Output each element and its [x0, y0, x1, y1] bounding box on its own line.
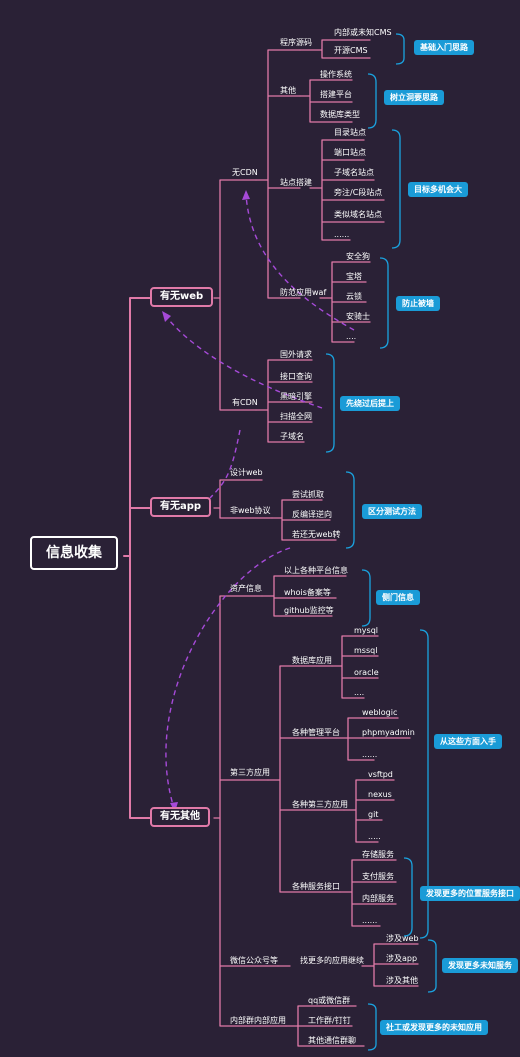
- work-group-node[interactable]: 工作群/钉钉: [308, 1016, 351, 1025]
- site-build-node[interactable]: 站点搭建: [280, 178, 312, 187]
- dots2-node: ....: [346, 332, 357, 341]
- oracle-node[interactable]: oracle: [354, 668, 379, 677]
- has-cdn-node[interactable]: 有CDN: [232, 398, 258, 407]
- vsftpd-node[interactable]: vsftpd: [368, 770, 393, 779]
- has-app-node[interactable]: 有无app: [150, 497, 212, 517]
- tag-side-info[interactable]: 侧门信息: [376, 590, 420, 605]
- storage-node[interactable]: 存储服务: [362, 850, 394, 859]
- payment-node[interactable]: 支付服务: [362, 872, 394, 881]
- foreign-req-node[interactable]: 国外请求: [280, 350, 312, 359]
- capture-node[interactable]: 尝试抓取: [292, 490, 324, 499]
- third-app-node[interactable]: 各种第三方应用: [292, 800, 348, 809]
- service-api-node[interactable]: 各种服务接口: [292, 882, 340, 891]
- mssql-node[interactable]: mssql: [354, 646, 378, 655]
- scan-net-node[interactable]: 扫描全网: [280, 412, 312, 421]
- dark-engine-node[interactable]: 黑暗引擎: [280, 392, 312, 401]
- tag-bypass-first[interactable]: 先绕过后提上: [340, 396, 400, 411]
- has-other-node[interactable]: 有无其他: [150, 807, 210, 827]
- baota-node[interactable]: 宝塔: [346, 272, 362, 281]
- internal-cms-node[interactable]: 内部或未知CMS: [334, 28, 392, 37]
- asset-info-node[interactable]: 资产信息: [230, 584, 262, 593]
- program-source-node[interactable]: 程序源码: [280, 38, 312, 47]
- has-web-node[interactable]: 有无web: [150, 287, 214, 307]
- tag-stop-bypass[interactable]: 防止被墙: [396, 296, 440, 311]
- non-web-node[interactable]: 非web协议: [230, 506, 271, 515]
- dir-site-node[interactable]: 目录站点: [334, 128, 366, 137]
- tag-db-idea[interactable]: 树立洞要思路: [384, 90, 444, 105]
- tag-social-eng[interactable]: 社工或发现更多的未知应用: [380, 1020, 488, 1035]
- involve-web-node[interactable]: 涉及web: [386, 934, 419, 943]
- dots6-node: ......: [362, 916, 378, 925]
- os-node[interactable]: 操作系统: [320, 70, 352, 79]
- waf-node[interactable]: 防范应用waf: [280, 288, 327, 297]
- tag-distinguish[interactable]: 区分测试方法: [362, 504, 422, 519]
- dots4-node: ......: [362, 750, 378, 759]
- find-more-node[interactable]: 找更多的应用继续: [300, 956, 364, 965]
- similar-domain-node[interactable]: 类似域名站点: [334, 210, 382, 219]
- db-type-node[interactable]: 数据库类型: [320, 110, 360, 119]
- subdomain-site-node[interactable]: 子域名站点: [334, 168, 374, 177]
- involve-other-node[interactable]: 涉及其他: [386, 976, 418, 985]
- tag-find-more-pos[interactable]: 发现更多的位置服务接口: [420, 886, 520, 901]
- third-party-node[interactable]: 第三方应用: [230, 768, 270, 777]
- tag-basic-intro[interactable]: 基础入门思路: [414, 40, 474, 55]
- no-cdn-node[interactable]: 无CDN: [232, 168, 258, 177]
- involve-app-node[interactable]: 涉及app: [386, 954, 418, 963]
- platform-node[interactable]: 搭建平台: [320, 90, 352, 99]
- yunsuo-node[interactable]: 云锁: [346, 292, 362, 301]
- weblogic-node[interactable]: weblogic: [362, 708, 398, 717]
- anquangou-node[interactable]: 安全狗: [346, 252, 370, 261]
- anqishi-node[interactable]: 安骑士: [346, 312, 370, 321]
- git-node[interactable]: git: [368, 810, 379, 819]
- side-c-node[interactable]: 旁注/C段站点: [334, 188, 383, 197]
- mysql-node[interactable]: mysql: [354, 626, 378, 635]
- subdomain-node[interactable]: 子域名: [280, 432, 304, 441]
- internal-svc-node[interactable]: 内部服务: [362, 894, 394, 903]
- design-web-node[interactable]: 设计web: [230, 468, 263, 477]
- wechat-node[interactable]: 微信公众号等: [230, 956, 278, 965]
- dots5-node: .....: [368, 832, 381, 841]
- mgmt-node[interactable]: 各种管理平台: [292, 728, 340, 737]
- tag-find-more-unknown[interactable]: 发现更多未知服务: [442, 958, 518, 973]
- whois-node[interactable]: whois备案等: [284, 588, 331, 597]
- github-node[interactable]: github监控等: [284, 606, 334, 615]
- api-query-node[interactable]: 接口查询: [280, 372, 312, 381]
- open-cms-node[interactable]: 开源CMS: [334, 46, 368, 55]
- qq-group-node[interactable]: qq或微信群: [308, 996, 351, 1005]
- root-node[interactable]: 信息收集: [30, 536, 118, 570]
- decompile-node[interactable]: 反编译逆向: [292, 510, 332, 519]
- internal-group-node[interactable]: 内部群内部应用: [230, 1016, 286, 1025]
- port-site-node[interactable]: 端口站点: [334, 148, 366, 157]
- other-node[interactable]: 其他: [280, 86, 296, 95]
- tag-from-here[interactable]: 从这些方面入手: [434, 734, 502, 749]
- dots1-node: ......: [334, 230, 350, 239]
- db-app-node[interactable]: 数据库应用: [292, 656, 332, 665]
- other-chat-node[interactable]: 其他通信群聊: [308, 1036, 356, 1045]
- nexus-node[interactable]: nexus: [368, 790, 392, 799]
- platform-info-node[interactable]: 以上各种平台信息: [284, 566, 348, 575]
- dots3-node: ....: [354, 688, 365, 697]
- phpmyadmin-node[interactable]: phpmyadmin: [362, 728, 415, 737]
- web-turn-node[interactable]: 若还无web转: [292, 530, 341, 539]
- tag-multi-target[interactable]: 目标多机会大: [408, 182, 468, 197]
